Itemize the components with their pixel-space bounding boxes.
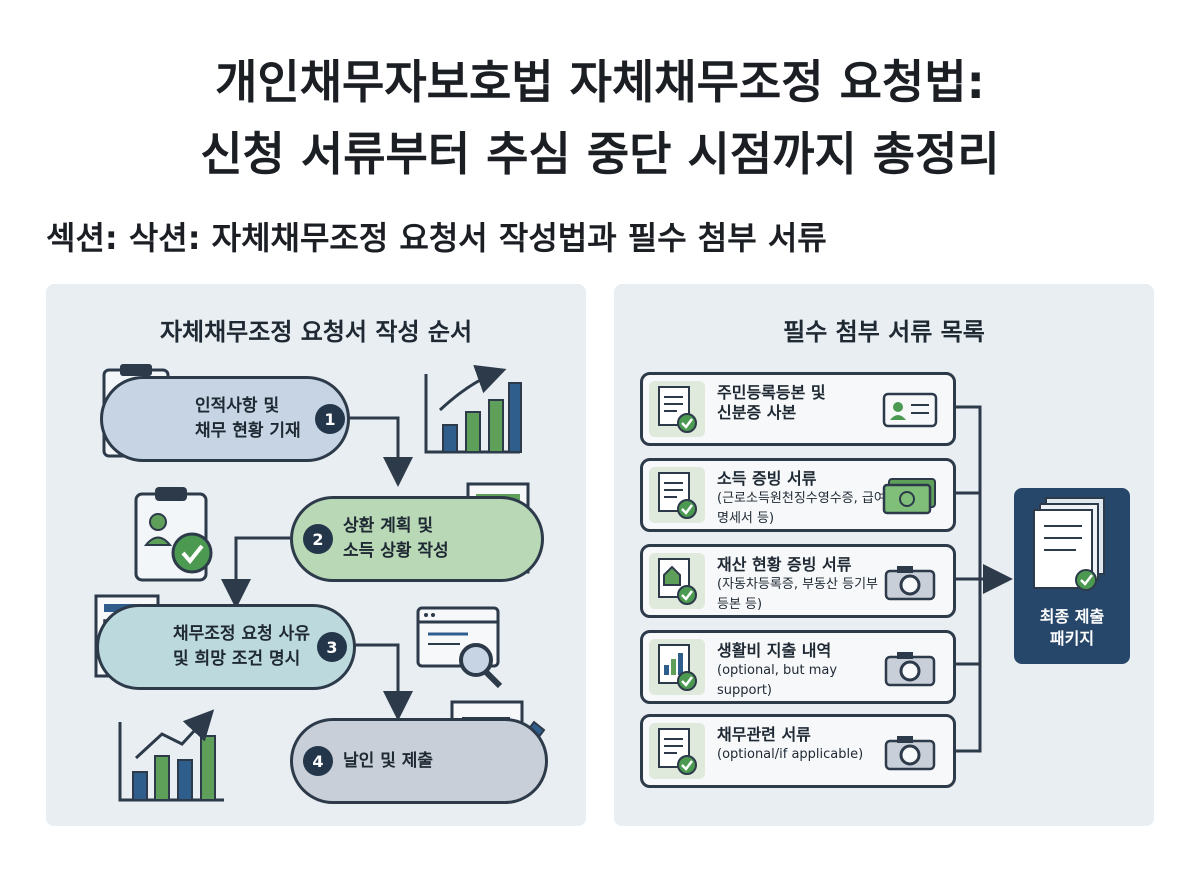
document-3-title: 재산 현황 증빙 서류 xyxy=(717,555,852,574)
step-4-seal-submit: 4 날인 및 제출 xyxy=(290,718,548,804)
document-4-title: 생활비 지출 내역 xyxy=(717,641,832,660)
step-2-line-2: 소득 상황 작성 xyxy=(343,541,449,561)
final-submission-package: 최종 제출 패키지 xyxy=(1014,488,1130,664)
document-check-icon xyxy=(649,467,705,523)
step-2-repayment-plan: 2 상환 계획 및 소득 상황 작성 xyxy=(290,496,544,582)
search-browser-icon xyxy=(416,606,503,689)
page-title-line-1: 개인채무자보호법 자체채무조정 요청법: xyxy=(215,55,985,109)
id-card-icon xyxy=(882,392,938,428)
documents-bracket xyxy=(956,405,982,753)
document-3-detail: (자동차등록증, 부동산 등기부등본 등) xyxy=(717,577,878,612)
document-check-icon xyxy=(649,381,705,437)
step-4-line-1: 날인 및 제출 xyxy=(343,750,434,771)
document-check-icon xyxy=(649,723,705,779)
step-3-line-1: 채무조정 요청 사유 xyxy=(173,624,310,644)
step-2-line-1: 상환 계획 및 xyxy=(343,516,434,536)
right-panel-title: 필수 첨부 서류 목록 xyxy=(783,318,985,346)
document-row-debt-related: 채무관련 서류 (optional/if applicable) xyxy=(640,714,956,788)
document-2-detail: (근로소득원천징수영수증, 급여명세서 등) xyxy=(717,491,886,526)
section-heading: 섹션: 삭션: 자체채무조정 요청서 작성법과 필수 첨부 서류 xyxy=(46,219,827,257)
flow-arrow-2-3 xyxy=(221,536,290,609)
document-row-resident-registration: 주민등록등본 및 신분증 사본 xyxy=(640,372,956,446)
growth-chart-icon xyxy=(424,364,522,454)
flow-arrow-1-2 xyxy=(346,416,413,487)
document-row-asset-proof: 재산 현황 증빙 서류 (자동차등록증, 부동산 등기부등본 등) xyxy=(640,544,956,618)
clipboard-check-icon xyxy=(134,487,213,582)
house-document-check-icon xyxy=(649,553,705,609)
camera-icon xyxy=(884,652,936,687)
step-1-line-2: 채무 현황 기재 xyxy=(195,421,301,441)
left-panel-title: 자체채무조정 요청서 작성 순서 xyxy=(159,318,473,346)
step-3-line-2: 및 희망 조건 명시 xyxy=(173,649,301,669)
step-2-number: 2 xyxy=(303,524,333,554)
final-package-line-1: 최종 제출 xyxy=(1039,607,1105,626)
camera-icon xyxy=(884,736,936,771)
document-2-title: 소득 증빙 서류 xyxy=(717,469,817,488)
step-1-line-1: 인적사항 및 xyxy=(195,396,280,416)
document-4-detail: (optional, but may support) xyxy=(717,663,838,698)
step-3-request-reason: 채무조정 요청 사유 및 희망 조건 명시 3 xyxy=(96,604,356,690)
page-title-line-2: 신청 서류부터 추심 중단 시점까지 총정리 xyxy=(200,127,1000,181)
final-package-line-2: 패키지 xyxy=(1049,629,1095,648)
document-5-title: 채무관련 서류 xyxy=(717,725,811,744)
document-5-detail: (optional/if applicable) xyxy=(717,747,864,762)
step-1-number: 1 xyxy=(315,404,345,434)
step-4-number: 4 xyxy=(303,746,333,776)
step-3-number: 3 xyxy=(317,632,347,662)
document-row-income-proof: 소득 증빙 서류 (근로소득원천징수영수증, 급여명세서 등) xyxy=(640,458,956,532)
document-1-title: 주민등록등본 및 xyxy=(717,383,826,402)
growth-chart-icon xyxy=(118,709,224,802)
document-row-living-expense: 생활비 지출 내역 (optional, but may support) xyxy=(640,630,956,704)
document-1-detail: 신분증 사본 xyxy=(717,403,797,422)
money-icon xyxy=(882,478,936,515)
flow-arrow-3-4 xyxy=(346,643,413,721)
chart-document-check-icon xyxy=(649,639,705,695)
step-1-personal-info: 인적사항 및 채무 현황 기재 1 xyxy=(100,376,350,462)
camera-icon xyxy=(884,566,936,601)
